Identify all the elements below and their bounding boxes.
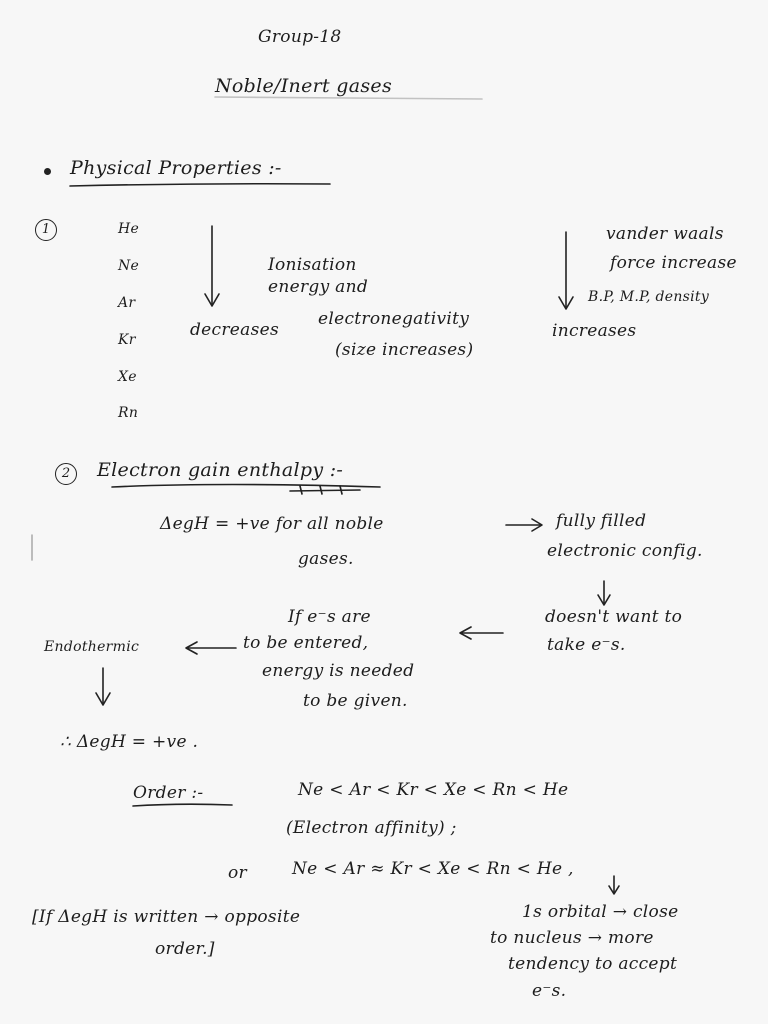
dont-text-line1: doesn't want to: [545, 607, 683, 627]
heading-physical-properties: Physical Properties :-: [70, 157, 282, 179]
order-affinity-note: (Electron affinity) ;: [286, 818, 457, 838]
ie-text-line2: energy and: [268, 277, 369, 297]
order-label: Order :-: [133, 783, 204, 803]
ie-text-line1: Ionisation: [268, 255, 357, 275]
egh-text-line2: gases.: [298, 549, 354, 569]
orbital-note-line4: e⁻s.: [532, 981, 567, 1001]
element-ar: Ar: [118, 295, 136, 311]
vdw-text-line1: vander waals: [606, 224, 724, 244]
if-text-line3: energy is needed: [262, 661, 415, 681]
ie-text-line4: (size increases): [335, 340, 474, 360]
filled-text-line2: electronic config.: [547, 541, 703, 561]
dont-text-line2: take e⁻s.: [547, 635, 626, 655]
element-xe: Xe: [118, 369, 137, 385]
vdw-text-line2: force increase: [610, 253, 737, 273]
filled-text-line1: fully filled: [556, 511, 647, 531]
orbital-note-line3: tendency to accept: [508, 954, 678, 974]
if-text-line2: to be entered,: [243, 633, 369, 653]
or-label: or: [228, 863, 247, 883]
element-he: He: [118, 221, 140, 237]
element-kr: Kr: [118, 332, 136, 348]
title-group-18: Group-18: [258, 27, 342, 47]
orbital-note-line1: 1s orbital → close: [522, 902, 679, 922]
if-text-line4: to be given.: [303, 691, 408, 711]
egh-text-line1: ΔegH = +ve for all noble: [160, 514, 384, 534]
bullet-icon: [44, 168, 51, 175]
increases-label: increases: [552, 321, 637, 341]
element-ne: Ne: [118, 258, 140, 274]
decreases-label: decreases: [190, 320, 279, 340]
therefore-statement: ∴ ΔegH = +ve .: [60, 732, 199, 752]
if-text-line1: If e⁻s are: [288, 607, 371, 627]
bracket-note-line2: order.]: [155, 939, 215, 959]
bracket-note-line1: [If ΔegH is written → opposite: [32, 907, 301, 927]
order-sequence-2: Ne < Ar ≈ Kr < Xe < Rn < He ,: [292, 859, 574, 879]
title-noble-gases: Noble/Inert gases: [215, 75, 393, 97]
order-sequence-1: Ne < Ar < Kr < Xe < Rn < He: [298, 780, 569, 800]
item-number-2: 2: [55, 463, 77, 485]
item-number-1: 1: [35, 219, 57, 241]
endothermic-label: Endothermic: [44, 639, 140, 655]
ie-text-line3: electronegativity: [318, 309, 470, 329]
element-rn: Rn: [118, 405, 139, 421]
heading-electron-gain-enthalpy: Electron gain enthalpy :-: [97, 459, 344, 481]
vdw-text-line3: B.P, M.P, density: [588, 289, 710, 305]
orbital-note-line2: to nucleus → more: [490, 928, 654, 948]
